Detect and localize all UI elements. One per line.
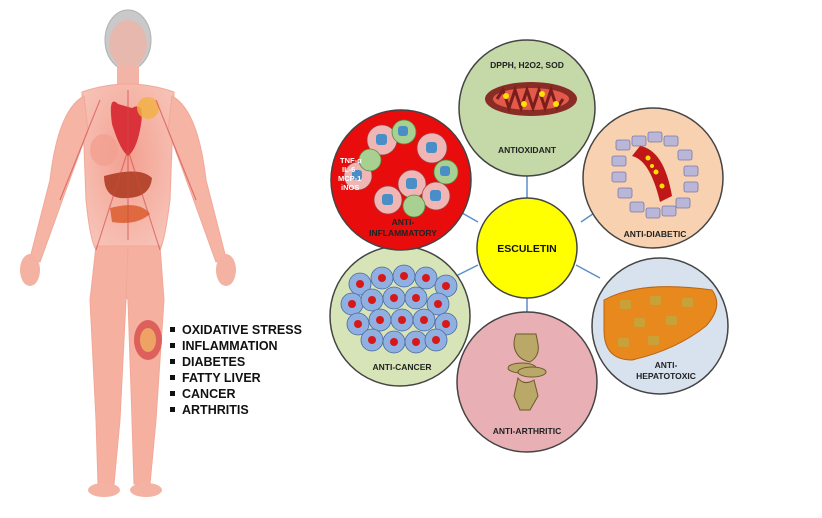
anti-diabetic-circle: ANTI-DIABETIC: [582, 107, 724, 249]
disease-list: OXIDATIVE STRESS INFLAMMATION DIABETES F…: [170, 322, 302, 418]
antioxidant-circle: DPPH, H2O2, SOD ANTIOXIDANT: [458, 39, 596, 177]
list-item: OXIDATIVE STRESS: [170, 322, 302, 338]
antioxidant-label: ANTIOXIDANT: [498, 145, 557, 155]
marker-tnf-alpha: TNF-α: [340, 156, 362, 165]
anti-hepatotoxic-label-line2: HEPATOTOXIC: [636, 371, 696, 381]
center-label: ESCULETIN: [497, 243, 557, 255]
anti-inflammatory-label-line1: ANTI-: [392, 217, 415, 227]
anti-arthritic-circle: ANTI-ARTHRITIC: [456, 311, 598, 453]
bullet-icon: [170, 327, 175, 333]
anti-hepatotoxic-label-line1: ANTI-: [655, 360, 678, 370]
anti-cancer-label: ANTI-CANCER: [372, 362, 431, 372]
bullet-icon: [170, 391, 175, 397]
human-body-illustration: [20, 9, 236, 497]
bullet-icon: [170, 343, 175, 349]
joint-icon: [507, 333, 547, 411]
antioxidant-detail: DPPH, H2O2, SOD: [490, 60, 564, 70]
bullet-icon: [170, 375, 175, 381]
anti-diabetic-label: ANTI-DIABETIC: [624, 229, 687, 239]
mitochondrion-icon: [485, 82, 577, 116]
anti-cancer-circle: ANTI-CANCER: [329, 245, 471, 387]
blood-vessel-icon: [611, 131, 699, 219]
list-item: FATTY LIVER: [170, 370, 302, 386]
list-item: DIABETES: [170, 354, 302, 370]
anti-arthritic-label: ANTI-ARTHRITIC: [493, 426, 561, 436]
anti-inflammatory-circle: TNF-α IL-6 MCP-1 iNOS ANTI- INFLAMMATORY: [330, 109, 472, 251]
bullet-icon: [170, 359, 175, 365]
bullet-icon: [170, 407, 175, 413]
marker-il-6: IL-6: [342, 165, 355, 174]
list-item: CANCER: [170, 386, 302, 402]
liver-icon: [603, 286, 718, 361]
anti-hepatotoxic-circle: ANTI- HEPATOTOXIC: [591, 257, 729, 395]
cancer-cells-icon: [340, 264, 458, 354]
list-item: INFLAMMATION: [170, 338, 302, 354]
marker-inos: iNOS: [341, 183, 359, 192]
marker-mcp-1: MCP-1: [338, 174, 361, 183]
anti-inflammatory-label-line2: INFLAMMATORY: [369, 228, 437, 238]
esculetin-center-node: ESCULETIN: [476, 197, 578, 299]
immune-cells-icon: [343, 119, 459, 218]
list-item: ARTHRITIS: [170, 402, 302, 418]
